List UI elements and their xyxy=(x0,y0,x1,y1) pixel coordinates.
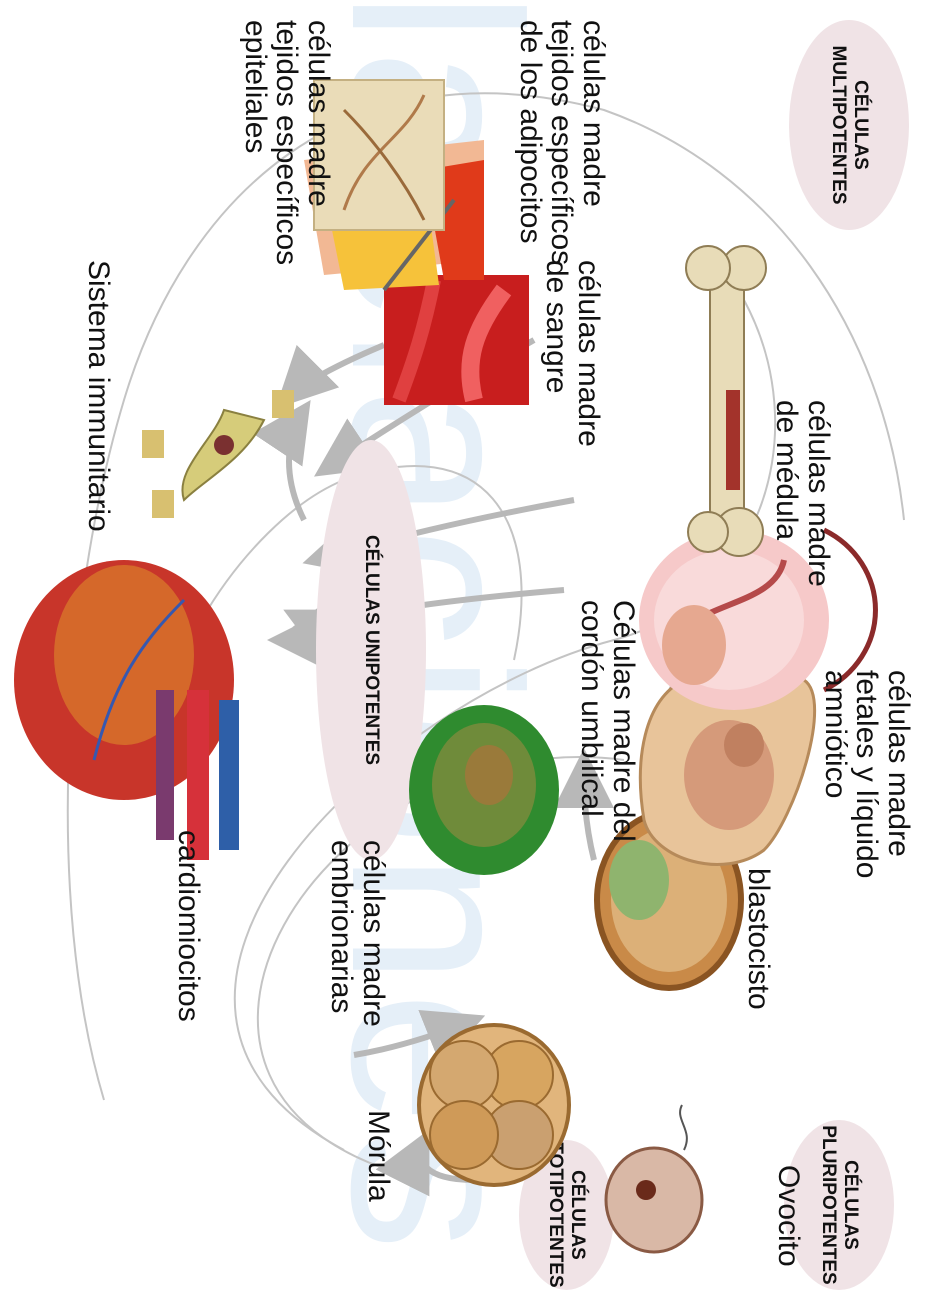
label-sangre: células madre de sangre xyxy=(541,260,604,447)
label-fetales-line1: células madre xyxy=(883,670,915,878)
label-fetales-line3: amniótico xyxy=(820,670,852,878)
label-epiteliales-line1: células madre xyxy=(303,20,335,265)
embrionarias-image xyxy=(409,705,559,875)
label-adipocitos-line2: tejidos específicos xyxy=(546,20,578,265)
label-cordon: Células madre del cordón umbilical xyxy=(576,600,639,842)
label-embrionarias-line1: células madre xyxy=(358,840,390,1027)
label-sangre-line1: células madre xyxy=(573,260,605,447)
label-fetales: células madre fetales y líquido amniótic… xyxy=(820,670,915,878)
label-epiteliales-line2: tejidos específicos xyxy=(271,20,303,265)
label-medula: células madre de médula xyxy=(771,400,834,587)
label-medula-line1: células madre xyxy=(803,400,835,587)
medula-bone-image xyxy=(686,246,766,556)
label-cordon-line2: cordón umbilical xyxy=(576,600,608,842)
label-medula-line2: de médula xyxy=(771,400,803,587)
label-inmunitario: Sistema immunitario xyxy=(83,260,115,532)
label-adipocitos-line3: de los adipocitos xyxy=(515,20,547,265)
label-embrionarias-line2: embrionarias xyxy=(326,840,358,1027)
morula-image xyxy=(419,1025,569,1185)
inmunitario-image xyxy=(142,390,294,518)
label-cardiomiocitos: cardiomiocitos xyxy=(173,830,205,1022)
sangre-image xyxy=(384,275,529,405)
label-sangre-line2: de sangre xyxy=(541,260,573,447)
label-blastocisto: blastocisto xyxy=(743,868,775,1010)
label-morula: Mórula xyxy=(363,1110,395,1202)
label-ovocito: Ovocito xyxy=(773,1165,805,1267)
label-epiteliales: células madre tejidos específicos epitel… xyxy=(240,20,335,265)
ovocito-image xyxy=(606,1105,702,1252)
label-adipocitos-line1: células madre xyxy=(578,20,610,265)
label-epiteliales-line3: epiteliales xyxy=(240,20,272,265)
label-fetales-line2: fetales y líquido xyxy=(851,670,883,878)
cardiomiocitos-image xyxy=(14,560,239,860)
label-embrionarias: células madre embrionarias xyxy=(326,840,389,1027)
label-cordon-line1: Células madre del xyxy=(608,600,640,842)
label-adipocitos: células madre tejidos específicos de los… xyxy=(515,20,610,265)
